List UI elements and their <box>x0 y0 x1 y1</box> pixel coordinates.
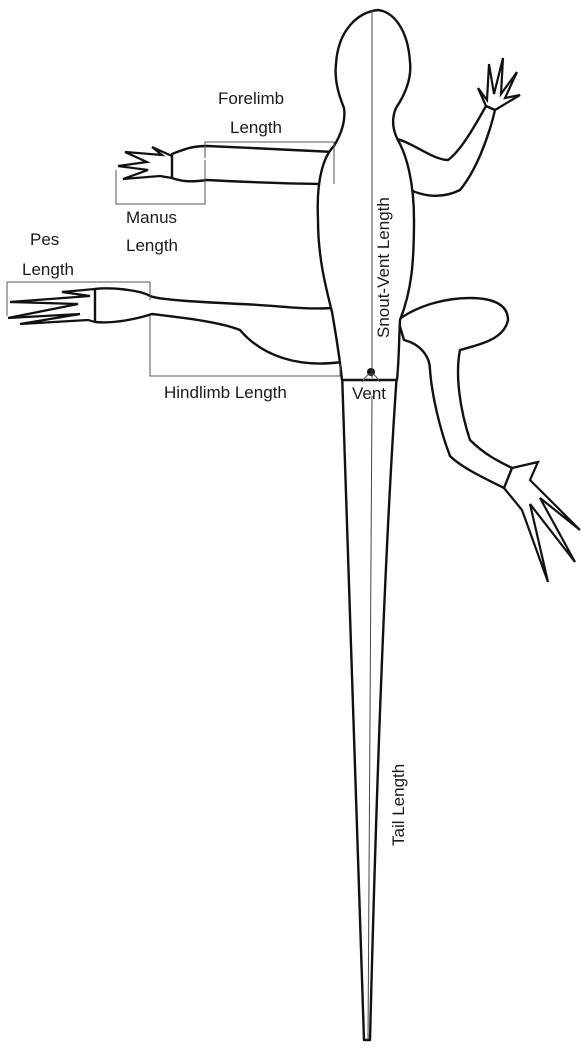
right-manus-toes <box>478 58 520 110</box>
left-forelimb <box>118 146 334 184</box>
vent-label: Vent <box>352 384 386 403</box>
left-hindlimb <box>8 288 342 363</box>
manus-label-line1: Manus <box>126 208 177 227</box>
left-manus-toes <box>118 147 172 179</box>
snout-vent-length-label: Snout-Vent Length <box>374 197 393 338</box>
forelimb-label-line2: Length <box>230 118 282 137</box>
right-pes-toes <box>504 462 580 582</box>
lizard-tail <box>342 372 397 1040</box>
pes-label-line2: Length <box>22 260 74 279</box>
left-pes-toes <box>8 289 95 324</box>
right-hindlimb <box>398 298 580 582</box>
hindlimb-length-label: Hindlimb Length <box>164 383 287 402</box>
manus-label-line2: Length <box>126 236 178 255</box>
pes-label-line1: Pes <box>30 230 59 249</box>
tail-length-label: Tail Length <box>389 764 408 846</box>
forelimb-label-line1: Forelimb <box>218 89 284 108</box>
